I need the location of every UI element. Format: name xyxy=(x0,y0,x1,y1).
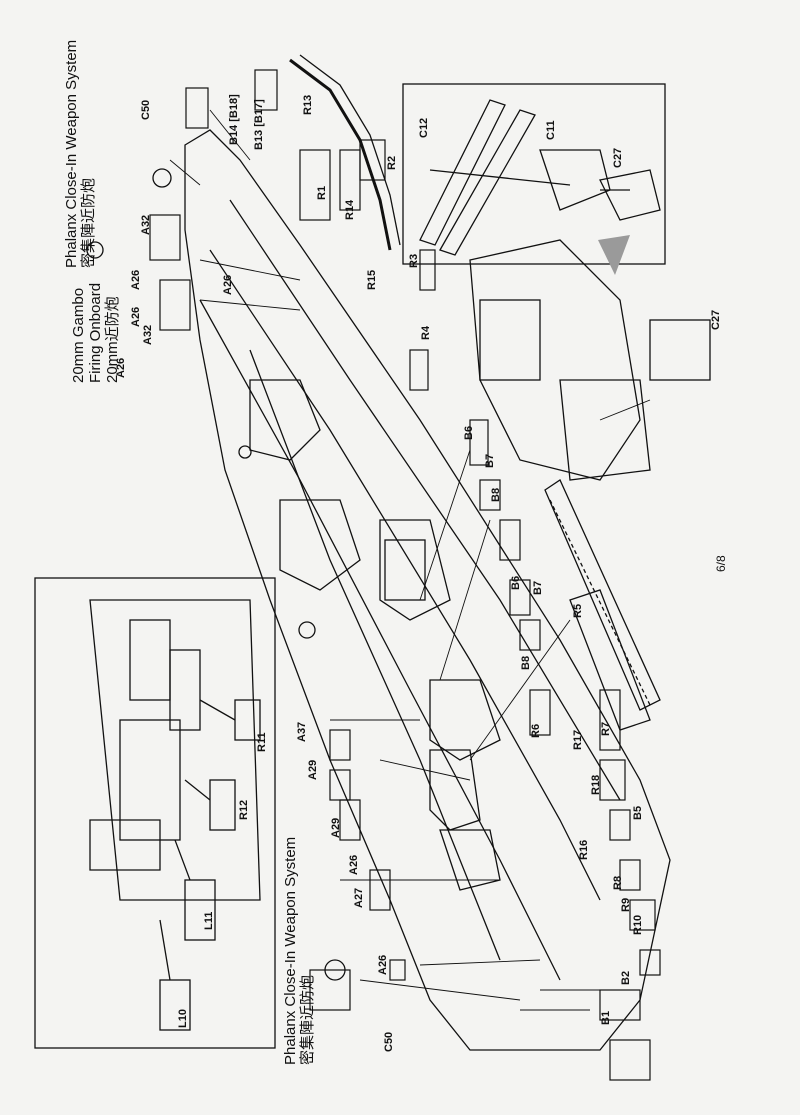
label-r10: R10 xyxy=(632,914,644,935)
label-r6: R6 xyxy=(530,723,542,738)
hull-outline xyxy=(184,129,671,1051)
label-a26-4: A26 xyxy=(115,357,127,378)
inset-top-drawing xyxy=(419,99,661,256)
label-c12: C12 xyxy=(418,117,430,138)
rail-r5 xyxy=(544,479,661,711)
page-number: 6/8 xyxy=(714,555,728,572)
label-b6-2: B6 xyxy=(510,575,522,590)
label-c11: C11 xyxy=(545,120,557,140)
label-a26-1: A26 xyxy=(130,269,142,290)
aft-structure xyxy=(469,239,641,481)
label-r2: R2 xyxy=(386,155,398,170)
label-r17: R17 xyxy=(572,729,584,750)
label-b7-2: B7 xyxy=(532,580,544,595)
label-a27: A27 xyxy=(353,887,365,908)
label-c27-inset: C27 xyxy=(612,147,624,168)
label-a26-6: A26 xyxy=(377,954,389,975)
label-c27: C27 xyxy=(710,309,722,330)
inset-frame-top xyxy=(402,83,666,265)
label-a29-2: A29 xyxy=(330,817,342,838)
label-b2: B2 xyxy=(620,970,632,985)
inset-bottom-drawing xyxy=(89,599,261,1031)
label-b8-1: B8 xyxy=(490,487,502,502)
label-r4: R4 xyxy=(420,325,432,340)
inset-frame-bottom xyxy=(34,577,276,1049)
label-a32-2: A32 xyxy=(142,324,154,345)
label-a26-5: A26 xyxy=(348,854,360,875)
label-r1: R1 xyxy=(316,185,328,200)
label-a29-1: A29 xyxy=(307,759,319,780)
label-b8-2: B8 xyxy=(520,655,532,670)
label-c50-bottom: C50 xyxy=(383,1031,395,1052)
island-forward xyxy=(249,379,321,461)
label-r7: R7 xyxy=(600,721,612,736)
label-b13: B13 [B17] xyxy=(253,99,265,150)
label-r5: R5 xyxy=(572,603,584,618)
label-b7-1: B7 xyxy=(484,453,496,468)
label-r11: R11 xyxy=(256,732,268,752)
label-b5: B5 xyxy=(632,805,644,820)
label-r9: R9 xyxy=(620,897,632,912)
label-r16: R16 xyxy=(578,839,590,860)
label-r15: R15 xyxy=(366,269,378,290)
label-r14: R14 xyxy=(344,199,356,220)
label-r18: R18 xyxy=(590,774,602,795)
label-a37: A37 xyxy=(296,721,308,742)
label-r12: R12 xyxy=(238,799,250,820)
label-r13: R13 xyxy=(302,94,314,115)
label-b1: B1 xyxy=(600,1010,612,1025)
label-b14: B14 [B18] xyxy=(228,94,240,145)
label-c50-top: C50 xyxy=(140,99,152,120)
label-r8: R8 xyxy=(612,875,624,890)
label-a32-1: A32 xyxy=(140,214,152,235)
label-l11: L11 xyxy=(203,911,215,930)
label-a26-3: A26 xyxy=(130,306,142,327)
label-r3: R3 xyxy=(408,253,420,268)
label-b6-1: B6 xyxy=(463,425,475,440)
label-a26-2: A26 xyxy=(222,274,234,295)
label-l10: L10 xyxy=(177,1009,189,1028)
